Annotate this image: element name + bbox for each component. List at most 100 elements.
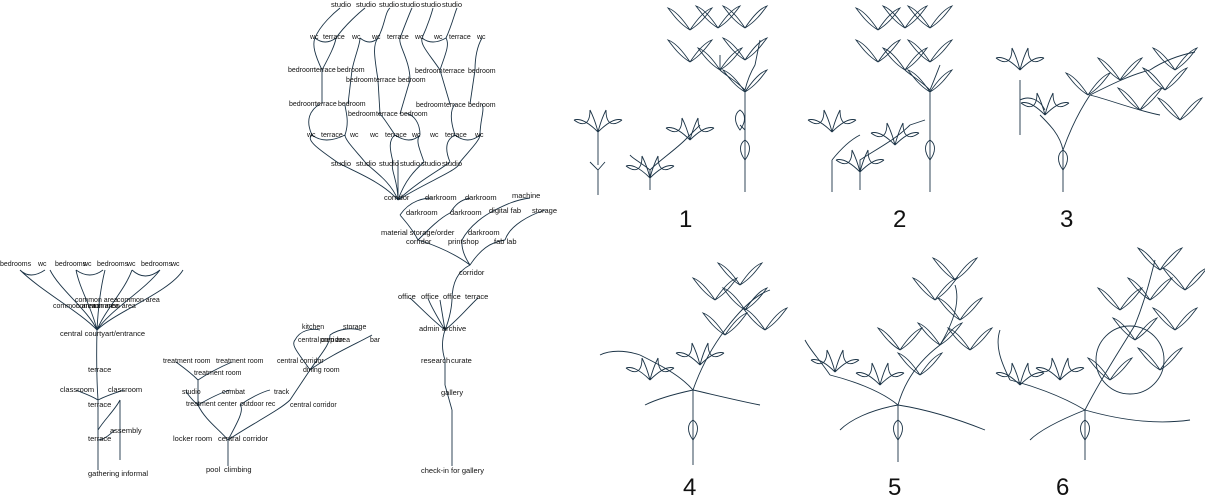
label-classroom-2: classroom <box>108 385 142 394</box>
label-treatment-room-2: treatment room <box>216 358 264 365</box>
label-research: research <box>421 356 450 365</box>
label-bedroom-l2: bedroom <box>338 101 366 108</box>
label-curate: curate <box>451 356 472 365</box>
label-terrace-l1: terrace <box>315 101 337 108</box>
label-storage: storage <box>343 324 366 331</box>
label-treatment-room-1: treatment room <box>163 358 211 365</box>
label-pool: pool <box>206 465 221 474</box>
label-kitchen: kitchen <box>302 324 324 331</box>
variant-panel-5 <box>804 257 993 462</box>
panel-6-fan-1 <box>995 362 1045 386</box>
label-locker-room: locker room <box>173 434 212 443</box>
label-corridor-1: corridor <box>384 193 410 202</box>
variant-panel-6 <box>995 247 1205 460</box>
label-studio-low-6: studio <box>442 159 462 168</box>
label-darkroom-4: darkroom <box>450 208 482 217</box>
label-central-corridor-1: central corridor <box>298 337 345 344</box>
label-studio-top-2: studio <box>356 0 376 9</box>
variant-panel-1 <box>573 5 768 195</box>
panel-6-wing-2 <box>1112 317 1158 341</box>
label-studio-top-1: studio <box>331 0 351 9</box>
label-bedroom-l6: bedroom <box>468 102 496 109</box>
label-fab-lab: fab lab <box>494 237 517 246</box>
label-wc-1: wc <box>37 261 47 268</box>
panel-5-wing-7 <box>877 327 923 351</box>
label-office-2: office <box>421 292 439 301</box>
label-wc-l6: wc <box>474 132 484 139</box>
tree-b: kitchen storage central corridor prep ar… <box>163 324 381 474</box>
label-archive: archive <box>442 324 466 333</box>
panel-2-wing-4 <box>907 39 953 63</box>
panel-1-wing-5 <box>667 7 713 31</box>
label-studio-top-5: studio <box>421 0 441 9</box>
panel-4-fan-2 <box>675 342 725 366</box>
panel-1-fan-1 <box>573 109 623 133</box>
panel-6-structure <box>997 259 1191 460</box>
label-machine: machine <box>512 191 540 200</box>
label-prep-area: prep area <box>320 337 350 344</box>
label-wc-l2: wc <box>349 132 359 139</box>
panel-5-wing-2 <box>917 322 963 346</box>
label-bedroom-l4: bedroom <box>400 111 428 118</box>
label-storage-c: storage <box>532 206 557 215</box>
panel-number-4: 4 <box>683 474 696 501</box>
label-bedroom-l1: bedroom <box>289 101 317 108</box>
label-digital-fab: digital fab <box>489 206 521 215</box>
label-wc-3: wc <box>126 261 136 268</box>
panel-6-wing-3 <box>1137 347 1183 371</box>
panel-2-fan-1 <box>807 109 857 133</box>
tree-b-branches <box>175 328 373 466</box>
panel-4-wing-1 <box>702 312 748 336</box>
label-terrace-u2: terrace <box>374 77 396 84</box>
label-wc-2: wc <box>82 261 92 268</box>
label-terrace-l6: terrace <box>445 132 467 139</box>
label-terrace-c2: terrace <box>387 34 409 41</box>
label-terrace-c1: terrace <box>323 34 345 41</box>
panel-number-6: 6 <box>1056 474 1069 501</box>
panel-5-wing-3 <box>937 297 983 321</box>
panel-2-wing-6 <box>882 5 928 29</box>
label-central-corridor-4: central corridor <box>218 434 269 443</box>
label-admin: admin <box>419 324 439 333</box>
panel-6-ring <box>1095 325 1165 395</box>
label-wc-4: wc <box>170 261 180 268</box>
label-corridor-2: corridor <box>406 237 432 246</box>
label-darkroom-3: darkroom <box>406 208 438 217</box>
label-central-corridor-3: central corridor <box>290 402 337 409</box>
label-bedroom-u1: bedroom <box>288 67 316 74</box>
panel-3-fan-2 <box>1020 92 1070 116</box>
panel-6-wing-1 <box>1087 357 1133 381</box>
label-bar: bar <box>370 337 381 344</box>
label-dining-room: dining room <box>303 367 340 374</box>
label-gallery: gallery <box>441 388 463 397</box>
label-darkroom-1: darkroom <box>425 193 457 202</box>
label-terrace-2: terrace <box>88 400 111 409</box>
label-printshop: printshop <box>448 237 479 246</box>
label-common-area-1: common area <box>75 297 118 304</box>
panel-3-wing-2 <box>1097 57 1143 81</box>
panel-number-3: 3 <box>1060 206 1073 233</box>
label-corridor-3: corridor <box>459 268 485 277</box>
label-terrace-c: terrace <box>465 292 488 301</box>
variant-panel-2 <box>807 5 953 192</box>
panel-6-wing-6 <box>1137 247 1183 271</box>
panel-5-wing-4 <box>912 277 958 301</box>
label-wc-c4: wc <box>414 34 424 41</box>
label-track: track <box>274 389 290 396</box>
panel-2-wing-3 <box>855 39 901 63</box>
label-central-courtyard: central courtyart/entrance <box>60 329 145 338</box>
label-bedroom-u4: bedroom <box>398 77 426 84</box>
label-terrace-u1: terrace <box>314 67 336 74</box>
tree-a-trunk <box>19 269 184 470</box>
label-material-storage: material storage/order <box>381 228 455 237</box>
label-studio-low-1: studio <box>331 159 351 168</box>
panel-2-wing-1 <box>907 69 953 93</box>
label-studio: studio <box>182 389 201 396</box>
label-terrace-u3: terrace <box>443 68 465 75</box>
label-bedroom-l3: bedroom <box>348 111 376 118</box>
label-studio-top-3: studio <box>379 0 399 9</box>
panel-3-wing-3 <box>1117 87 1163 111</box>
panel-5-fan-1 <box>810 349 860 373</box>
